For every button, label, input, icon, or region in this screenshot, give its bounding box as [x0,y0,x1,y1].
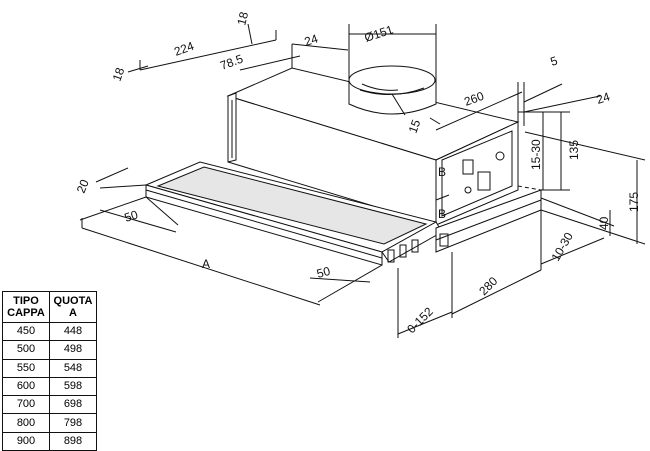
dim-10-30: 10-30 [548,230,576,264]
dim-135: 135 [567,140,581,160]
dim-24-right: 24 [595,89,612,107]
dim-224: 224 [172,39,196,59]
dim-A: A [202,257,210,271]
table-cell: 698 [49,395,97,415]
header-quota-a: QUOTA A [49,291,97,323]
table-cell: 800 [2,413,50,433]
dim-18-left: 18 [110,65,128,83]
header-tipo-cappa: TIPO CAPPA [2,291,50,323]
dim-260: 260 [462,89,486,109]
telescopic-drawer [144,161,542,266]
table-cell: 798 [49,413,97,433]
dimension-lines [79,23,646,338]
table-cell: 500 [2,340,50,360]
table-cell: 900 [2,431,50,451]
table-cell: 600 [2,376,50,397]
dim-40: 40 [597,216,611,230]
table-cell: 550 [2,358,50,378]
table-cell: 450 [2,321,50,342]
size-table-header-row: TIPO CAPPA QUOTA A [2,291,97,323]
table-cell: 498 [49,340,97,360]
dim-24-top: 24 [303,31,320,49]
dim-20: 20 [74,177,92,195]
table-cell: 598 [49,376,97,397]
table-cell: 548 [49,358,97,378]
dim-50-front: 50 [315,264,332,281]
dim-diameter-151: Ø151 [363,22,396,44]
dim-50-left: 50 [123,207,140,225]
dim-18-top: 18 [234,10,251,27]
svg-text:B: B [438,165,446,179]
table-cell: 898 [49,431,97,451]
hood-body: B B [226,67,520,226]
dim-5: 5 [549,53,560,68]
svg-text:B: B [438,207,446,221]
dim-15: 15 [406,117,424,135]
table-cell: 448 [49,321,97,342]
table-cell: 700 [2,395,50,415]
dim-175: 175 [627,192,641,212]
dim-15-30: 15-30 [529,139,543,170]
dim-280: 280 [476,274,500,298]
duct-collar [348,65,437,116]
